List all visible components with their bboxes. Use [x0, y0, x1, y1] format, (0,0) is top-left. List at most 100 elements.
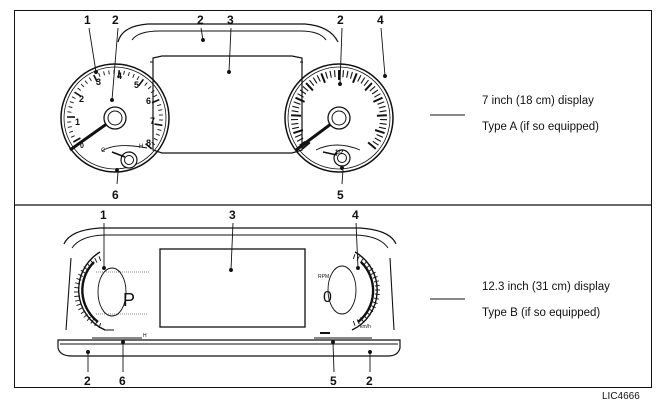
type-a-tacho-labels: 1 2 3 4 5 6 7 8	[75, 71, 155, 148]
gauge-tick	[74, 91, 82, 98]
gauge-tick	[376, 114, 387, 117]
callout-b-4: 4	[352, 208, 359, 222]
type-b-rpm-unit: RPM	[318, 274, 329, 280]
gauge-tick	[293, 101, 301, 105]
gauge-tick	[356, 319, 360, 325]
gauge-tick	[366, 311, 371, 316]
gauge-tick	[301, 141, 311, 150]
callout-b-5: 5	[330, 374, 337, 388]
type-a-caption-line1: 7 inch (18 cm) display	[482, 95, 594, 107]
gauge-tick	[103, 71, 105, 76]
gauge-tick	[94, 321, 98, 327]
gauge-tick	[158, 109, 163, 111]
gauge-tick	[86, 316, 91, 321]
type-b-speed-unit: km/h	[360, 324, 371, 330]
gauge-tick	[374, 129, 385, 135]
type-b-right-meter-arc	[351, 251, 378, 331]
gauge-tick	[98, 322, 102, 328]
gauge-tick	[86, 263, 91, 268]
gauge-tick	[74, 286, 80, 289]
tacho-label-5: 5	[134, 80, 139, 90]
gauge-tick	[67, 111, 72, 113]
type-b-gear-indicator: P	[123, 290, 135, 310]
gauge-tick	[90, 260, 94, 265]
type-b-left-meter-ticks	[74, 256, 102, 328]
gauge-tick	[360, 258, 364, 263]
gauge-tick	[346, 70, 349, 78]
type-a-tacho-ticks	[66, 70, 164, 150]
callout-b-6: 6	[119, 374, 126, 388]
gauge-tick	[374, 284, 380, 287]
type-b-callouts: 1 3 4 2 6 5 2	[84, 208, 373, 388]
type-b-right-meter-ticks	[352, 254, 380, 326]
gauge-tick	[292, 126, 300, 130]
gauge-tick	[370, 271, 376, 275]
gauge-tick	[352, 320, 356, 326]
type-b-center-display	[159, 248, 306, 328]
tacho-label-6: 6	[146, 96, 151, 106]
gauge-tick	[74, 295, 80, 298]
gauge-tick	[294, 133, 302, 138]
gauge-tick	[76, 277, 82, 281]
gauge-tick	[296, 137, 304, 142]
type-a-speedo-ticks	[290, 70, 388, 150]
tacho-label-7: 7	[150, 116, 155, 126]
gauge-tick	[293, 129, 304, 135]
gauge-tick	[368, 308, 374, 313]
gauge-tick	[366, 264, 371, 269]
gauge-tick	[374, 137, 382, 142]
gauge-tick	[292, 105, 300, 109]
gauge-tick	[367, 141, 377, 150]
type-a-hood	[117, 23, 339, 43]
tacho-label-2: 2	[79, 94, 84, 104]
type-b-left-meter-arc	[78, 251, 106, 331]
type-a-fuel-gauge-hub	[333, 149, 351, 167]
tacho-label-0: 0	[80, 143, 84, 150]
tacho-label-3: 3	[96, 77, 101, 87]
gauge-tick	[291, 110, 299, 113]
gauge-tick	[132, 73, 135, 78]
callout-a-2c: 2	[337, 13, 344, 27]
gauge-tick	[78, 307, 84, 311]
gauge-tick	[77, 87, 81, 91]
gauge-tick	[83, 313, 88, 318]
gauge-tick	[373, 280, 380, 283]
callout-b-2b: 2	[366, 374, 373, 388]
callout-a-2b: 2	[197, 13, 204, 27]
gauge-tick	[309, 79, 315, 87]
gauge-tick	[157, 104, 162, 107]
gauge-tick	[136, 76, 140, 81]
gauge-tick	[70, 135, 75, 138]
gauge-tick	[93, 74, 99, 83]
gauge-tick	[299, 140, 306, 146]
gauge-tick	[68, 106, 73, 108]
gauge-tick	[372, 301, 378, 305]
gauge-tick	[117, 70, 121, 79]
type-b-hood	[63, 227, 397, 245]
gauge-tick	[329, 70, 332, 78]
type-b-cluster	[57, 227, 401, 357]
gauge-tick	[369, 85, 376, 92]
gauge-tick	[88, 77, 92, 82]
gauge-tick	[363, 261, 368, 266]
gauge-tick	[84, 80, 88, 84]
gauge-tick	[83, 266, 88, 271]
gauge-tick	[363, 314, 368, 319]
gauge-tick	[372, 140, 379, 146]
gauge-tick	[357, 75, 362, 82]
gauge-tick	[147, 86, 152, 90]
callout-a-2a: 2	[112, 13, 119, 27]
type-a-cluster	[60, 23, 394, 173]
outer-frame	[14, 10, 652, 388]
gauge-tick	[316, 75, 321, 82]
tacho-label-4: 4	[117, 71, 122, 81]
gauge-tick	[295, 96, 306, 103]
gauge-tick	[94, 257, 98, 263]
callout-b-2a: 2	[84, 374, 91, 388]
callout-a-4: 4	[377, 13, 384, 27]
type-a-callouts: 1 2 2 3 2 4 6 5	[84, 13, 384, 202]
gauge-tick	[342, 70, 345, 78]
tacho-label-8: 8	[146, 138, 151, 148]
callout-a-5: 5	[337, 188, 344, 202]
